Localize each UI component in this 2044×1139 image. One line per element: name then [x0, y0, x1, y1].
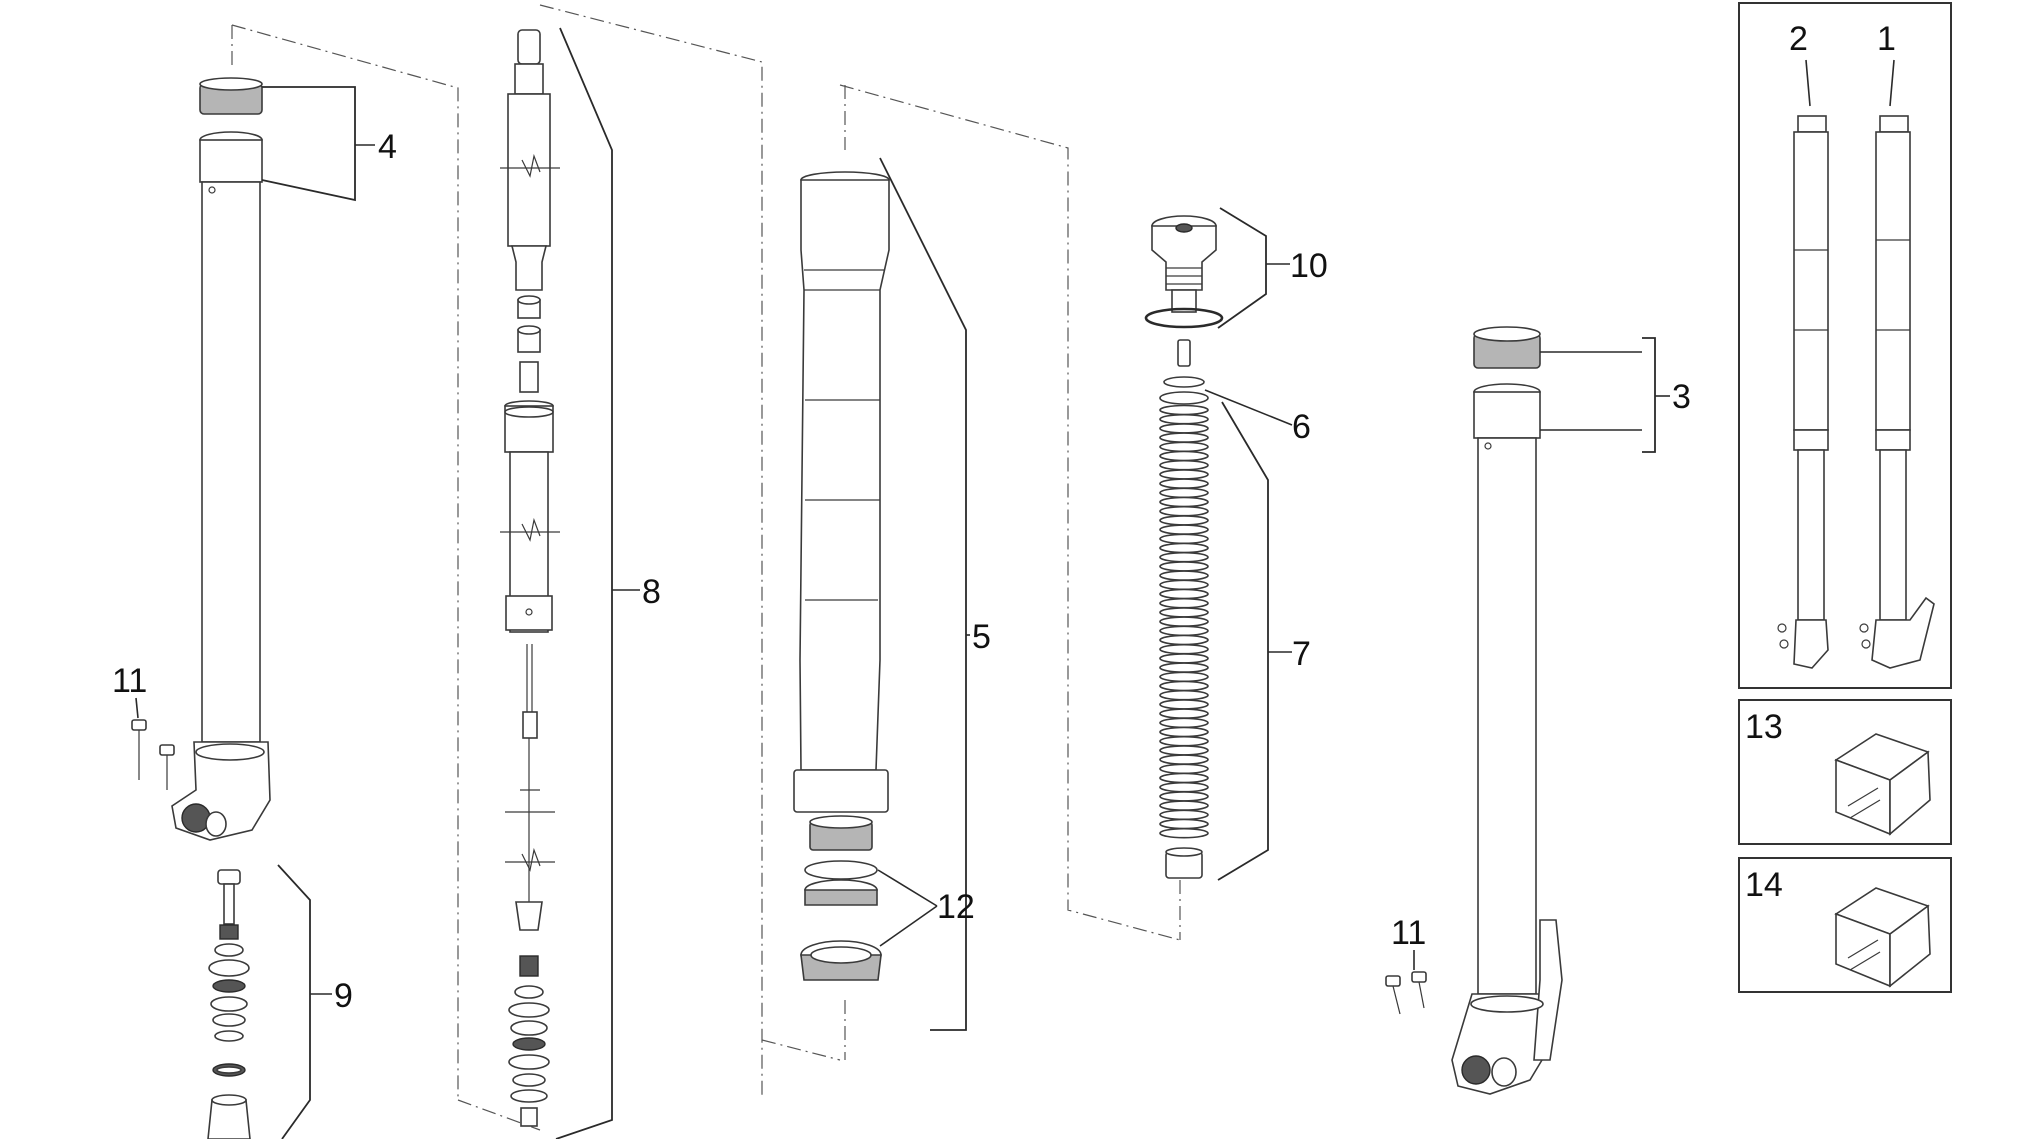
callout-6: 6 — [1292, 408, 1311, 446]
spring-coil — [1159, 597, 1209, 609]
inner-fork-tube — [799, 179, 890, 771]
spring-coil — [1159, 800, 1209, 811]
spring-coil — [1159, 689, 1209, 701]
spring-coil — [1159, 450, 1209, 462]
spring-coil — [1159, 413, 1209, 425]
spring-coil — [1159, 680, 1209, 692]
guide-lines — [231, 4, 1181, 1131]
callout-11-right: 11 — [1391, 914, 1426, 952]
right-caliper-mount — [1533, 919, 1563, 1061]
spring-coil — [1159, 561, 1209, 572]
kit-13-inset — [1738, 699, 1952, 845]
complete-fork-inset — [1738, 2, 1952, 689]
callout-12: 12 — [937, 888, 975, 926]
callout-4: 4 — [378, 128, 397, 166]
spring-coil — [1159, 579, 1209, 591]
manual-kit-icon — [1834, 733, 1931, 836]
spring-coil — [1159, 616, 1209, 627]
spring-coil — [1159, 671, 1209, 683]
damper-cartridge — [500, 29, 560, 1127]
spring-coil — [1159, 717, 1209, 729]
spring-coil — [1159, 551, 1209, 563]
spring-coil — [1159, 763, 1209, 775]
callout-10: 10 — [1290, 247, 1328, 285]
leader-lines — [135, 27, 1670, 1139]
callout-5: 5 — [972, 618, 991, 656]
manual-kit-icon — [1834, 887, 1931, 988]
spring-coil — [1159, 441, 1209, 453]
spring-coil — [1159, 496, 1209, 508]
left-foot-screws — [131, 719, 175, 790]
spring-coil — [1159, 653, 1209, 664]
spring-coil — [1159, 791, 1209, 802]
callout-13: 13 — [1745, 708, 1783, 746]
right-foot-screws — [1385, 971, 1427, 1015]
fork-top-cap — [1151, 225, 1217, 291]
spring-coil — [1159, 708, 1209, 719]
spring-washer — [1163, 376, 1205, 388]
inner-tube-assembly — [793, 171, 890, 981]
spring-coil — [1159, 754, 1209, 765]
callout-9: 9 — [334, 977, 353, 1015]
complete-fork-inset-frame — [1738, 2, 1952, 689]
callout-1: 1 — [1877, 20, 1896, 58]
spring-coil — [1159, 469, 1209, 480]
spring-coil — [1159, 634, 1209, 646]
spring-coil — [1159, 524, 1209, 535]
callout-2: 2 — [1789, 20, 1808, 58]
kit-14-inset — [1738, 857, 1952, 993]
spring-coil — [1159, 607, 1209, 618]
callout-8: 8 — [642, 573, 661, 611]
spring-coil — [1159, 505, 1209, 517]
spring-coil — [1159, 662, 1209, 673]
left-outer-tube-assembly — [131, 77, 271, 841]
spring-coil — [1159, 818, 1209, 830]
spring-coil — [1159, 515, 1209, 526]
fork-cap-and-spring — [1144, 215, 1224, 879]
spring-coil — [1159, 423, 1209, 434]
spring-coil — [1159, 542, 1209, 554]
spring-coil — [1159, 726, 1209, 738]
spring-coil — [1159, 781, 1209, 793]
spring-coil — [1159, 487, 1209, 499]
right-outer-tube-assembly — [1385, 326, 1563, 1095]
left-bottom-valve-stack — [207, 869, 251, 1139]
spring-coil — [1159, 643, 1209, 655]
spring-coil — [1159, 625, 1209, 637]
spring-coil — [1159, 478, 1209, 489]
spring-coil — [1159, 809, 1209, 821]
callout-3: 3 — [1672, 378, 1691, 416]
spring-coil — [1159, 432, 1209, 443]
fork-spring — [1159, 404, 1209, 839]
left-outer-tube — [201, 181, 261, 743]
callout-labels: 1 2 3 4 5 6 7 8 9 10 11 11 12 13 14 — [112, 20, 1896, 1015]
callout-14: 14 — [1745, 866, 1783, 904]
spring-coil — [1159, 735, 1209, 747]
inner-tube-bushing — [793, 769, 889, 813]
spring-coil — [1159, 699, 1209, 710]
spring-coil — [1159, 459, 1209, 471]
spring-coil — [1159, 533, 1209, 545]
spring-coil — [1159, 404, 1209, 416]
spring-coil — [1159, 745, 1209, 756]
right-outer-tube — [1477, 437, 1537, 995]
left-tube-top-bushing — [199, 139, 263, 183]
spring-coil — [1159, 588, 1209, 600]
spring-coil — [1159, 772, 1209, 784]
spring-coil — [1159, 827, 1209, 839]
callout-7: 7 — [1292, 635, 1311, 673]
callout-11-left: 11 — [112, 662, 147, 700]
spring-coil — [1159, 570, 1209, 581]
